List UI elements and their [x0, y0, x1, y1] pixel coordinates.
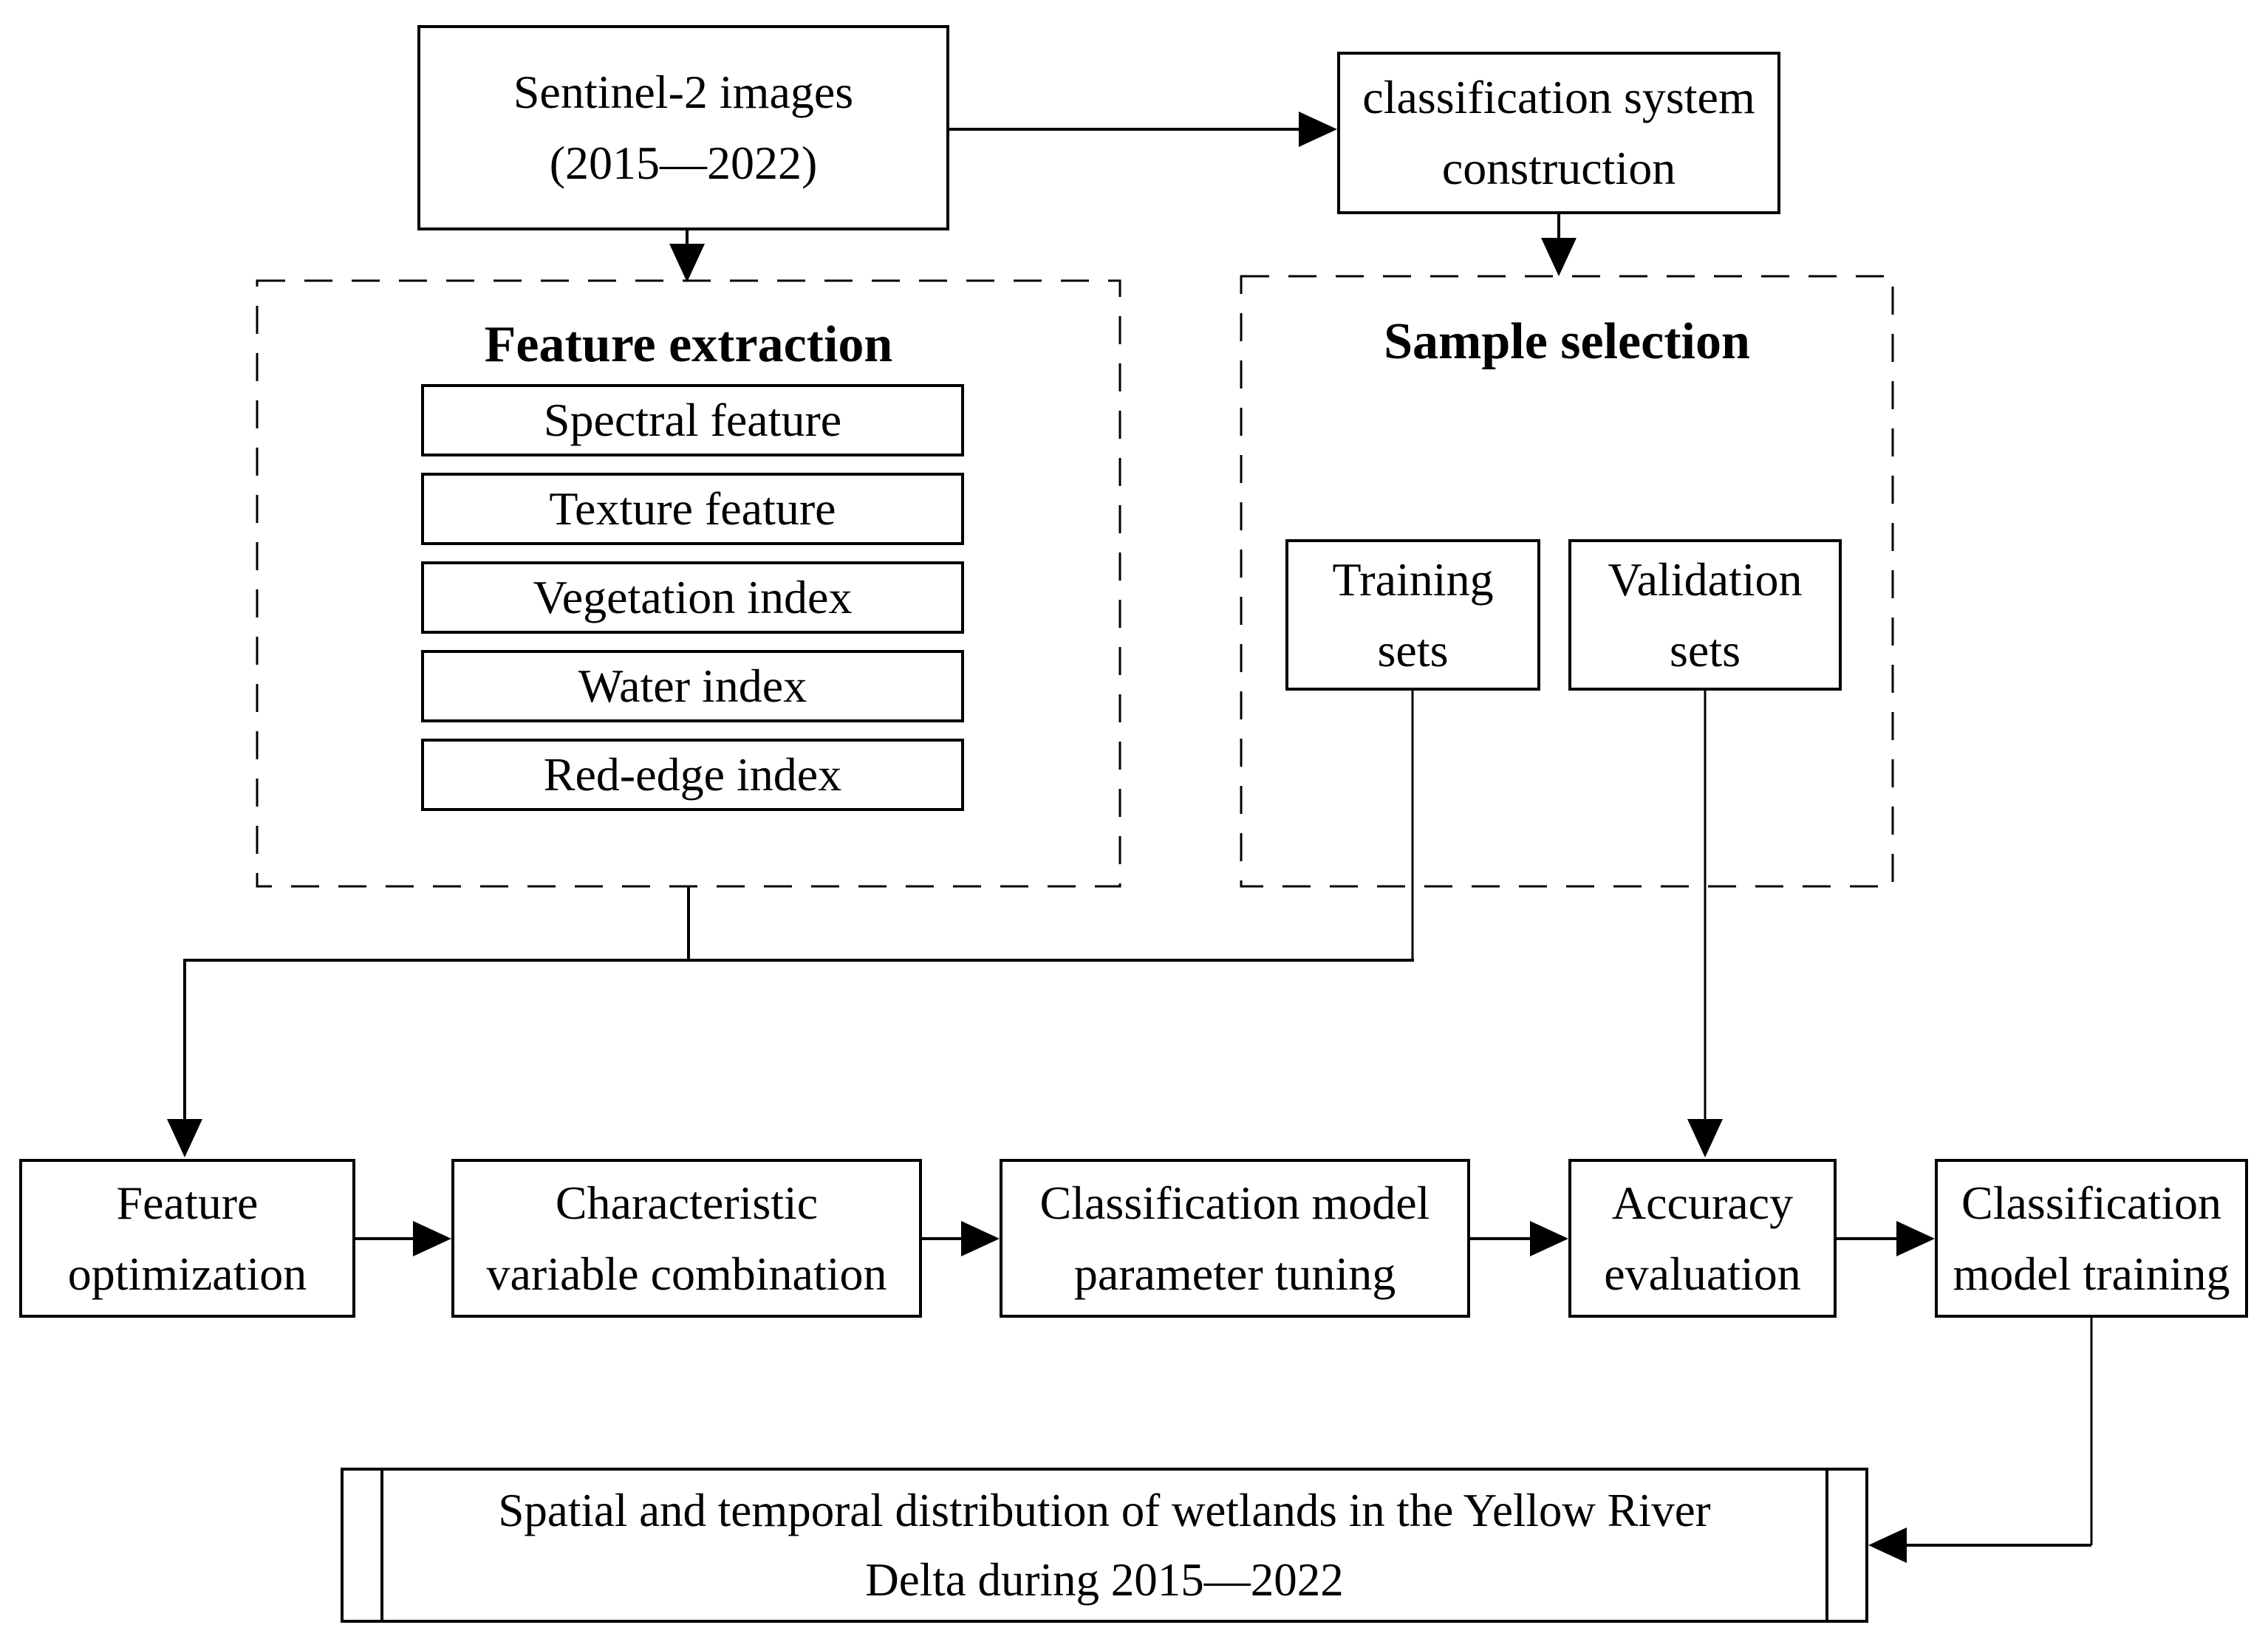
- feature-item-spectral: Spectral feature: [421, 384, 964, 456]
- validation-sets-box: Validation sets: [1568, 539, 1842, 691]
- sentinel-images-box: Sentinel-2 images (2015—2022): [417, 25, 949, 230]
- sample-selection-title: Sample selection: [1384, 313, 1750, 370]
- arrowhead-into-accuracy-evaluation-left: [1530, 1221, 1568, 1256]
- feature-item-red-edge: Red-edge index: [421, 739, 964, 811]
- accuracy-evaluation-box: Accuracy evaluation: [1568, 1159, 1837, 1318]
- characteristic-variable-combination-line2: variable combination: [486, 1247, 887, 1300]
- feature-extraction-title: Feature extraction: [484, 316, 893, 373]
- characteristic-variable-combination-box: Characteristic variable combination: [451, 1159, 922, 1318]
- arrowhead-into-classification-system: [1299, 112, 1337, 147]
- arrowhead-into-characteristic: [413, 1221, 451, 1256]
- result-box: Spatial and temporal distribution of wet…: [341, 1468, 1868, 1623]
- training-sets-line1: Training: [1332, 552, 1494, 606]
- classification-system-box: classification system construction: [1337, 52, 1780, 214]
- feature-optimization-line1: Feature: [116, 1176, 259, 1229]
- classification-system-line2: construction: [1441, 142, 1676, 194]
- result-line1: Spatial and temporal distribution of wet…: [498, 1484, 1711, 1536]
- classification-model-training-line1: Classification: [1961, 1176, 2221, 1229]
- result-box-inner-line-left: [380, 1471, 383, 1620]
- accuracy-evaluation-line1: Accuracy: [1611, 1176, 1794, 1229]
- classification-model-parameter-tuning-line1: Classification model: [1039, 1176, 1430, 1229]
- feature-item-vegetation: Vegetation index: [421, 561, 964, 634]
- arrowhead-into-feature-optimization: [167, 1119, 202, 1157]
- sample-selection-dashed-border: [1240, 275, 1894, 888]
- classification-model-parameter-tuning-line2: parameter tuning: [1073, 1247, 1396, 1300]
- characteristic-variable-combination-line1: Characteristic: [555, 1176, 819, 1229]
- arrowhead-into-feature-extraction: [669, 244, 705, 282]
- classification-model-parameter-tuning-box: Classification model parameter tuning: [1000, 1159, 1470, 1318]
- accuracy-evaluation-line2: evaluation: [1604, 1247, 1801, 1300]
- arrowhead-into-model-training: [1896, 1221, 1935, 1256]
- training-sets-box: Training sets: [1285, 539, 1540, 691]
- classification-model-training-line2: model training: [1953, 1247, 2230, 1300]
- result-line2: Delta during 2015—2022: [865, 1554, 1344, 1606]
- arrowhead-into-sample-selection: [1541, 238, 1577, 276]
- validation-sets-line1: Validation: [1608, 552, 1803, 606]
- sentinel-images-line2: (2015—2022): [549, 137, 818, 189]
- classification-model-training-box: Classification model training: [1935, 1159, 2248, 1318]
- feature-item-texture: Texture feature: [421, 473, 964, 545]
- arrowhead-into-parameter-tuning: [961, 1221, 1000, 1256]
- feature-item-water: Water index: [421, 650, 964, 722]
- sentinel-images-line1: Sentinel-2 images: [513, 66, 854, 118]
- arrowhead-into-result: [1868, 1527, 1907, 1563]
- feature-optimization-line2: optimization: [67, 1247, 307, 1300]
- feature-optimization-box: Feature optimization: [19, 1159, 355, 1318]
- validation-sets-line2: sets: [1670, 623, 1741, 677]
- classification-system-line1: classification system: [1362, 71, 1755, 123]
- training-sets-line2: sets: [1377, 623, 1449, 677]
- result-box-inner-line-right: [1825, 1471, 1828, 1620]
- arrowhead-into-accuracy-evaluation-top: [1687, 1119, 1723, 1157]
